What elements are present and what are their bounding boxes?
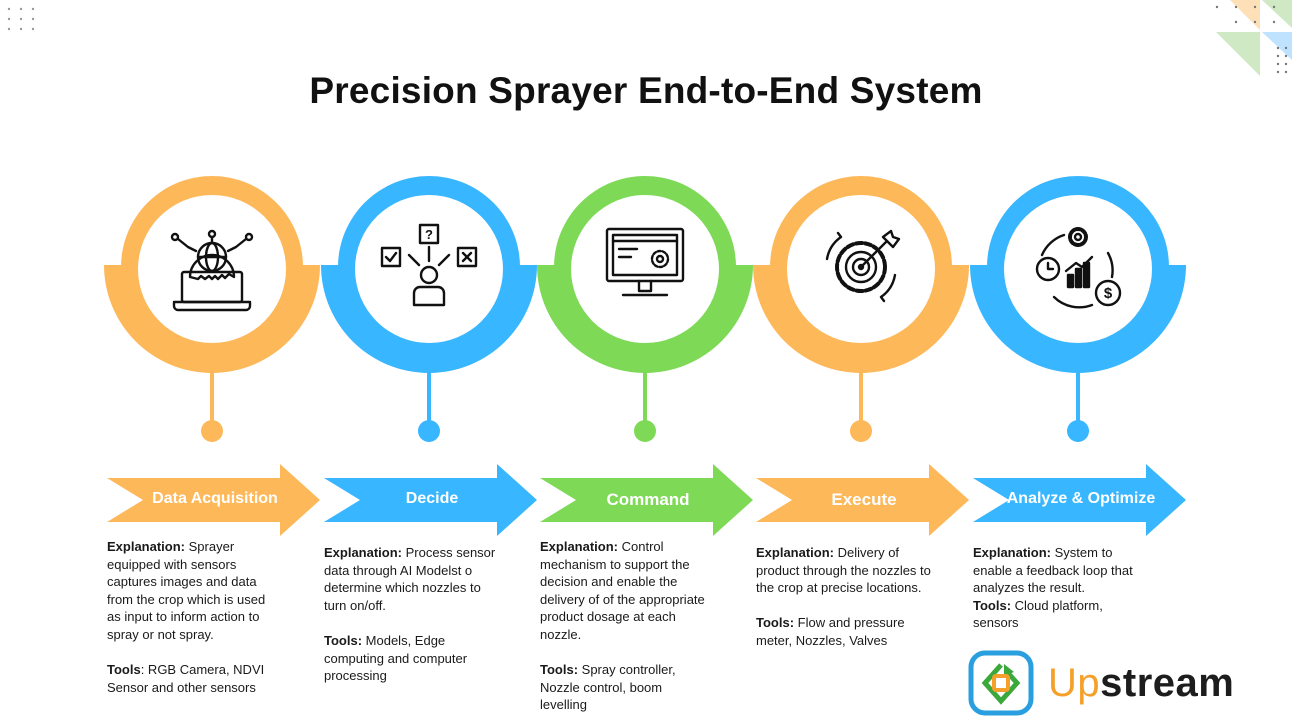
explanation-value: Delivery of product through the nozzles … bbox=[756, 545, 931, 596]
step-dot bbox=[201, 420, 223, 442]
analytics-cycle-icon: $ bbox=[1035, 227, 1122, 309]
step-description: Explanation: Control mechanism to suppor… bbox=[540, 538, 712, 714]
explanation-label: Explanation: bbox=[324, 545, 403, 560]
tools-label: Tools bbox=[107, 662, 141, 678]
target-gear-icon bbox=[825, 229, 901, 303]
tools-value: : RGB Camera, NDVI Sensor and other sens… bbox=[107, 662, 265, 695]
tools-text: Tools: Cloud platform, sensors bbox=[973, 597, 1145, 632]
explanation-value: Process sensor data through AI Modelst o… bbox=[324, 545, 496, 613]
tools-value: Cloud platform, sensors bbox=[973, 597, 1103, 631]
step-dot bbox=[850, 420, 872, 442]
step-title: Execute bbox=[831, 490, 897, 509]
tools-label: Tools: bbox=[756, 615, 795, 631]
explanation-text: Explanation: Process sensor data through… bbox=[324, 544, 502, 614]
explanation-text: Explanation: Sprayer equipped with senso… bbox=[107, 538, 279, 644]
explanation-value: Control mechanism to support the decisio… bbox=[540, 539, 705, 642]
step-title: Command bbox=[606, 490, 690, 509]
person-decision-icon: ? bbox=[380, 223, 478, 307]
tools-text: Tools: Spray controller, Nozzle control,… bbox=[540, 661, 712, 714]
laptop-globe-gear-icon bbox=[170, 229, 254, 312]
step-title: Analyze & Optimize bbox=[1006, 490, 1156, 507]
step-arrow bbox=[540, 464, 753, 536]
decorative-triangles-top-right bbox=[1215, 0, 1292, 76]
step-description: Explanation: Delivery of product through… bbox=[756, 544, 934, 650]
explanation-text: Explanation: Delivery of product through… bbox=[756, 544, 934, 597]
step-title: Decide bbox=[405, 490, 459, 507]
step-arrow bbox=[107, 464, 320, 536]
step-inner-circle bbox=[138, 195, 286, 343]
step-5: $ bbox=[970, 176, 1186, 536]
explanation-text: Explanation: Control mechanism to suppor… bbox=[540, 538, 712, 644]
step-arrow bbox=[324, 464, 537, 536]
svg-text:$: $ bbox=[1104, 285, 1113, 302]
step-description: Explanation: System to enable a feedback… bbox=[973, 544, 1145, 632]
step-inner-circle bbox=[355, 195, 503, 343]
explanation-value: Sprayer equipped with sensors captures i… bbox=[107, 539, 266, 642]
explanation-label: Explanation: bbox=[756, 545, 835, 560]
tools-label: Tools: bbox=[973, 597, 1012, 613]
monitor-settings-icon bbox=[605, 227, 685, 297]
upstream-logo-icon bbox=[968, 650, 1034, 716]
step-4 bbox=[753, 176, 969, 536]
step-1 bbox=[104, 176, 320, 536]
step-dot bbox=[418, 420, 440, 442]
tools-value: Spray controller, Nozzle control, boom l… bbox=[540, 662, 676, 713]
step-3 bbox=[537, 176, 753, 536]
explanation-label: Explanation: bbox=[107, 539, 186, 554]
step-dot bbox=[1067, 420, 1089, 442]
tools-text: Tools: Models, Edge computing and comput… bbox=[324, 632, 502, 685]
explanation-value: System to enable a feedback loop that an… bbox=[973, 545, 1133, 596]
step-inner-circle bbox=[571, 195, 719, 343]
tools-value: Models, Edge computing and computer proc… bbox=[324, 632, 468, 684]
tools-value: Flow and pressure meter, Nozzles, Valves bbox=[756, 615, 905, 648]
svg-text:?: ? bbox=[425, 227, 433, 242]
upstream-logo-text: Upstream bbox=[1048, 660, 1235, 705]
upstream-logo: Upstream bbox=[968, 650, 1234, 716]
tools-text: Tools: RGB Camera, NDVI Sensor and other… bbox=[107, 661, 279, 696]
explanation-text: Explanation: System to enable a feedback… bbox=[973, 544, 1145, 597]
tools-text: Tools: Flow and pressure meter, Nozzles,… bbox=[756, 614, 934, 649]
step-description: Explanation: Sprayer equipped with senso… bbox=[107, 538, 279, 696]
tools-label: Tools: bbox=[324, 632, 363, 648]
explanation-label: Explanation: bbox=[540, 539, 619, 554]
step-dot bbox=[634, 420, 656, 442]
step-description: Explanation: Process sensor data through… bbox=[324, 544, 502, 685]
step-arrow bbox=[756, 464, 969, 536]
step-arrow bbox=[973, 464, 1186, 536]
step-title: Data Acquisition bbox=[152, 490, 278, 507]
decorative-dots-top-left bbox=[7, 7, 35, 31]
explanation-label: Explanation: bbox=[973, 545, 1052, 560]
tools-label: Tools: bbox=[540, 662, 579, 678]
page-title: Precision Sprayer End-to-End System bbox=[309, 70, 983, 111]
step-2: ? bbox=[321, 176, 537, 536]
